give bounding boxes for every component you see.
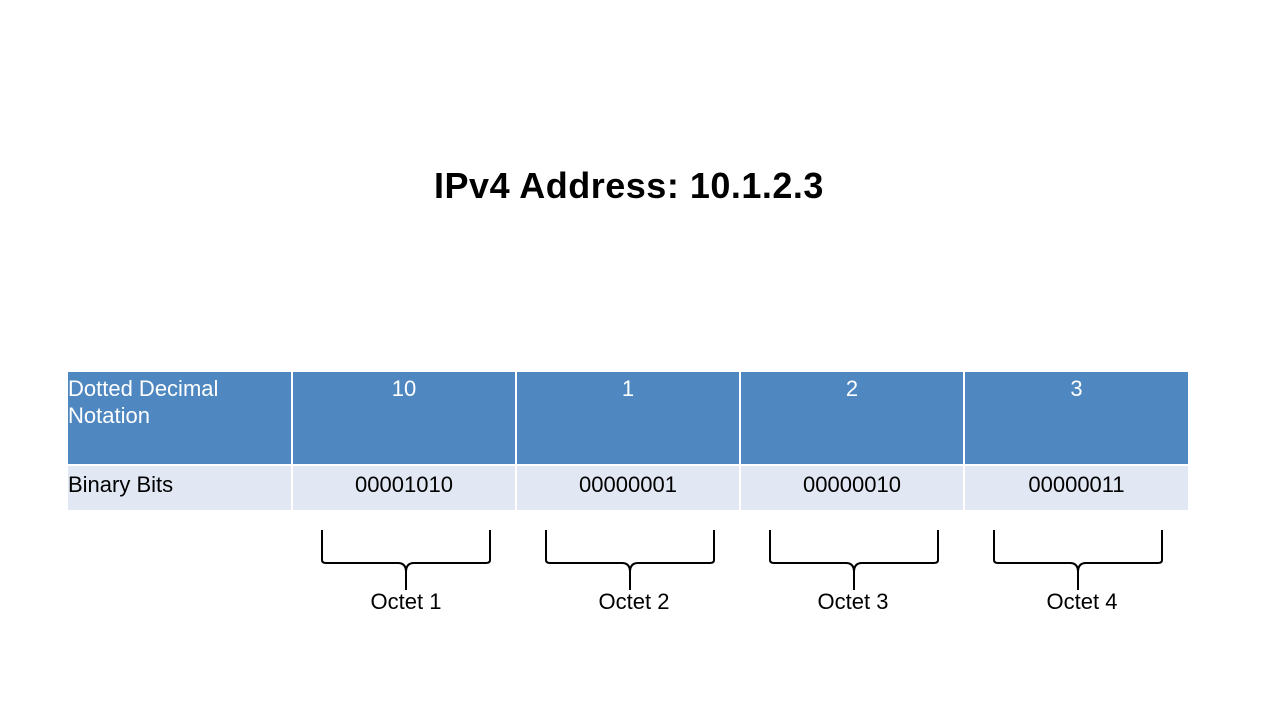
- ip-address-table: Dotted Decimal Notation 10 1 2 3 Binary …: [68, 372, 1188, 510]
- binary-octet-3: 00000010: [740, 464, 965, 510]
- binary-octet-1: 00001010: [292, 464, 517, 510]
- dotted-decimal-row: Dotted Decimal Notation 10 1 2 3: [68, 372, 1188, 465]
- dotted-decimal-octet-1: 10: [292, 372, 517, 465]
- dotted-decimal-octet-2: 1: [516, 372, 741, 465]
- dotted-decimal-label: Dotted Decimal Notation: [68, 372, 293, 465]
- octet-4-label: Octet 4: [1046, 589, 1118, 614]
- binary-bits-label: Binary Bits: [68, 464, 293, 510]
- binary-bits-row: Binary Bits 00001010 00000001 00000010 0…: [68, 464, 1188, 510]
- binary-octet-2: 00000001: [516, 464, 741, 510]
- dotted-decimal-octet-4: 3: [964, 372, 1188, 465]
- octet-3-label: Octet 3: [817, 589, 889, 614]
- slide-title: IPv4 Address: 10.1.2.3: [434, 165, 824, 206]
- octet-4-bracket: [993, 530, 1163, 590]
- binary-octet-4: 00000011: [964, 464, 1188, 510]
- octet-1-label: Octet 1: [370, 589, 442, 614]
- octet-3-bracket: [769, 530, 939, 590]
- octet-1-bracket: [321, 530, 491, 590]
- octet-2-label: Octet 2: [598, 589, 670, 614]
- octet-2-bracket: [545, 530, 715, 590]
- dotted-decimal-octet-3: 2: [740, 372, 965, 465]
